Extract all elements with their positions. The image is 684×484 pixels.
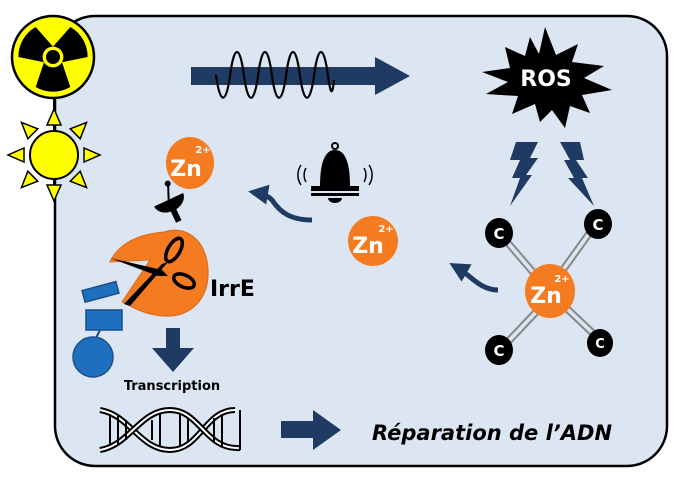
zinc-ion-bound: Zn 2+ — [525, 264, 575, 318]
electromagnetic-wave-icon — [214, 51, 336, 99]
carbon-atom: C — [584, 209, 612, 239]
zinc-ion-free: Zn 2+ — [348, 216, 398, 266]
svg-text:2+: 2+ — [378, 224, 393, 235]
carbon-atom: C — [485, 335, 513, 365]
radiation-hazard-icon — [10, 14, 96, 100]
svg-text:Zn: Zn — [530, 284, 562, 309]
svg-text:Zn: Zn — [352, 234, 384, 259]
svg-text:C: C — [592, 216, 603, 234]
irre-label: IrrE — [210, 277, 255, 302]
lightning-bolt-icon — [510, 142, 594, 206]
signal-arrow — [248, 184, 313, 223]
sun-icon — [6, 107, 102, 203]
carbon-atom: C — [587, 329, 613, 357]
release-arrow — [449, 262, 499, 293]
svg-text:2+: 2+ — [554, 274, 569, 285]
svg-text:C: C — [493, 342, 504, 360]
dna-repair-label: Réparation de l’ADN — [372, 421, 612, 445]
protein-shapes-icon — [72, 280, 123, 378]
transcription-arrow — [152, 328, 194, 372]
zinc-ion-sensor: Zn 2+ — [166, 137, 214, 189]
dna-helix-icon — [99, 406, 241, 454]
ros-label: ROS — [520, 67, 572, 92]
zinc-carbon-complex: C C C C Zn 2+ — [485, 209, 613, 365]
irre-protein: IrrE — [109, 229, 255, 317]
carbon-atom: C — [485, 218, 513, 248]
transcription-label: Transcription — [124, 379, 220, 394]
svg-text:Zn: Zn — [170, 157, 202, 182]
svg-text:C: C — [595, 337, 605, 352]
ringing-bell-icon — [297, 142, 373, 203]
svg-text:2+: 2+ — [195, 145, 210, 156]
explosion-burst-icon: ROS — [482, 27, 612, 128]
svg-text:C: C — [493, 225, 504, 243]
scissors-icon — [110, 236, 197, 306]
repair-arrow — [281, 410, 341, 450]
electromagnetic-wave-arrow — [191, 51, 410, 99]
satellite-dish-icon — [154, 180, 184, 223]
